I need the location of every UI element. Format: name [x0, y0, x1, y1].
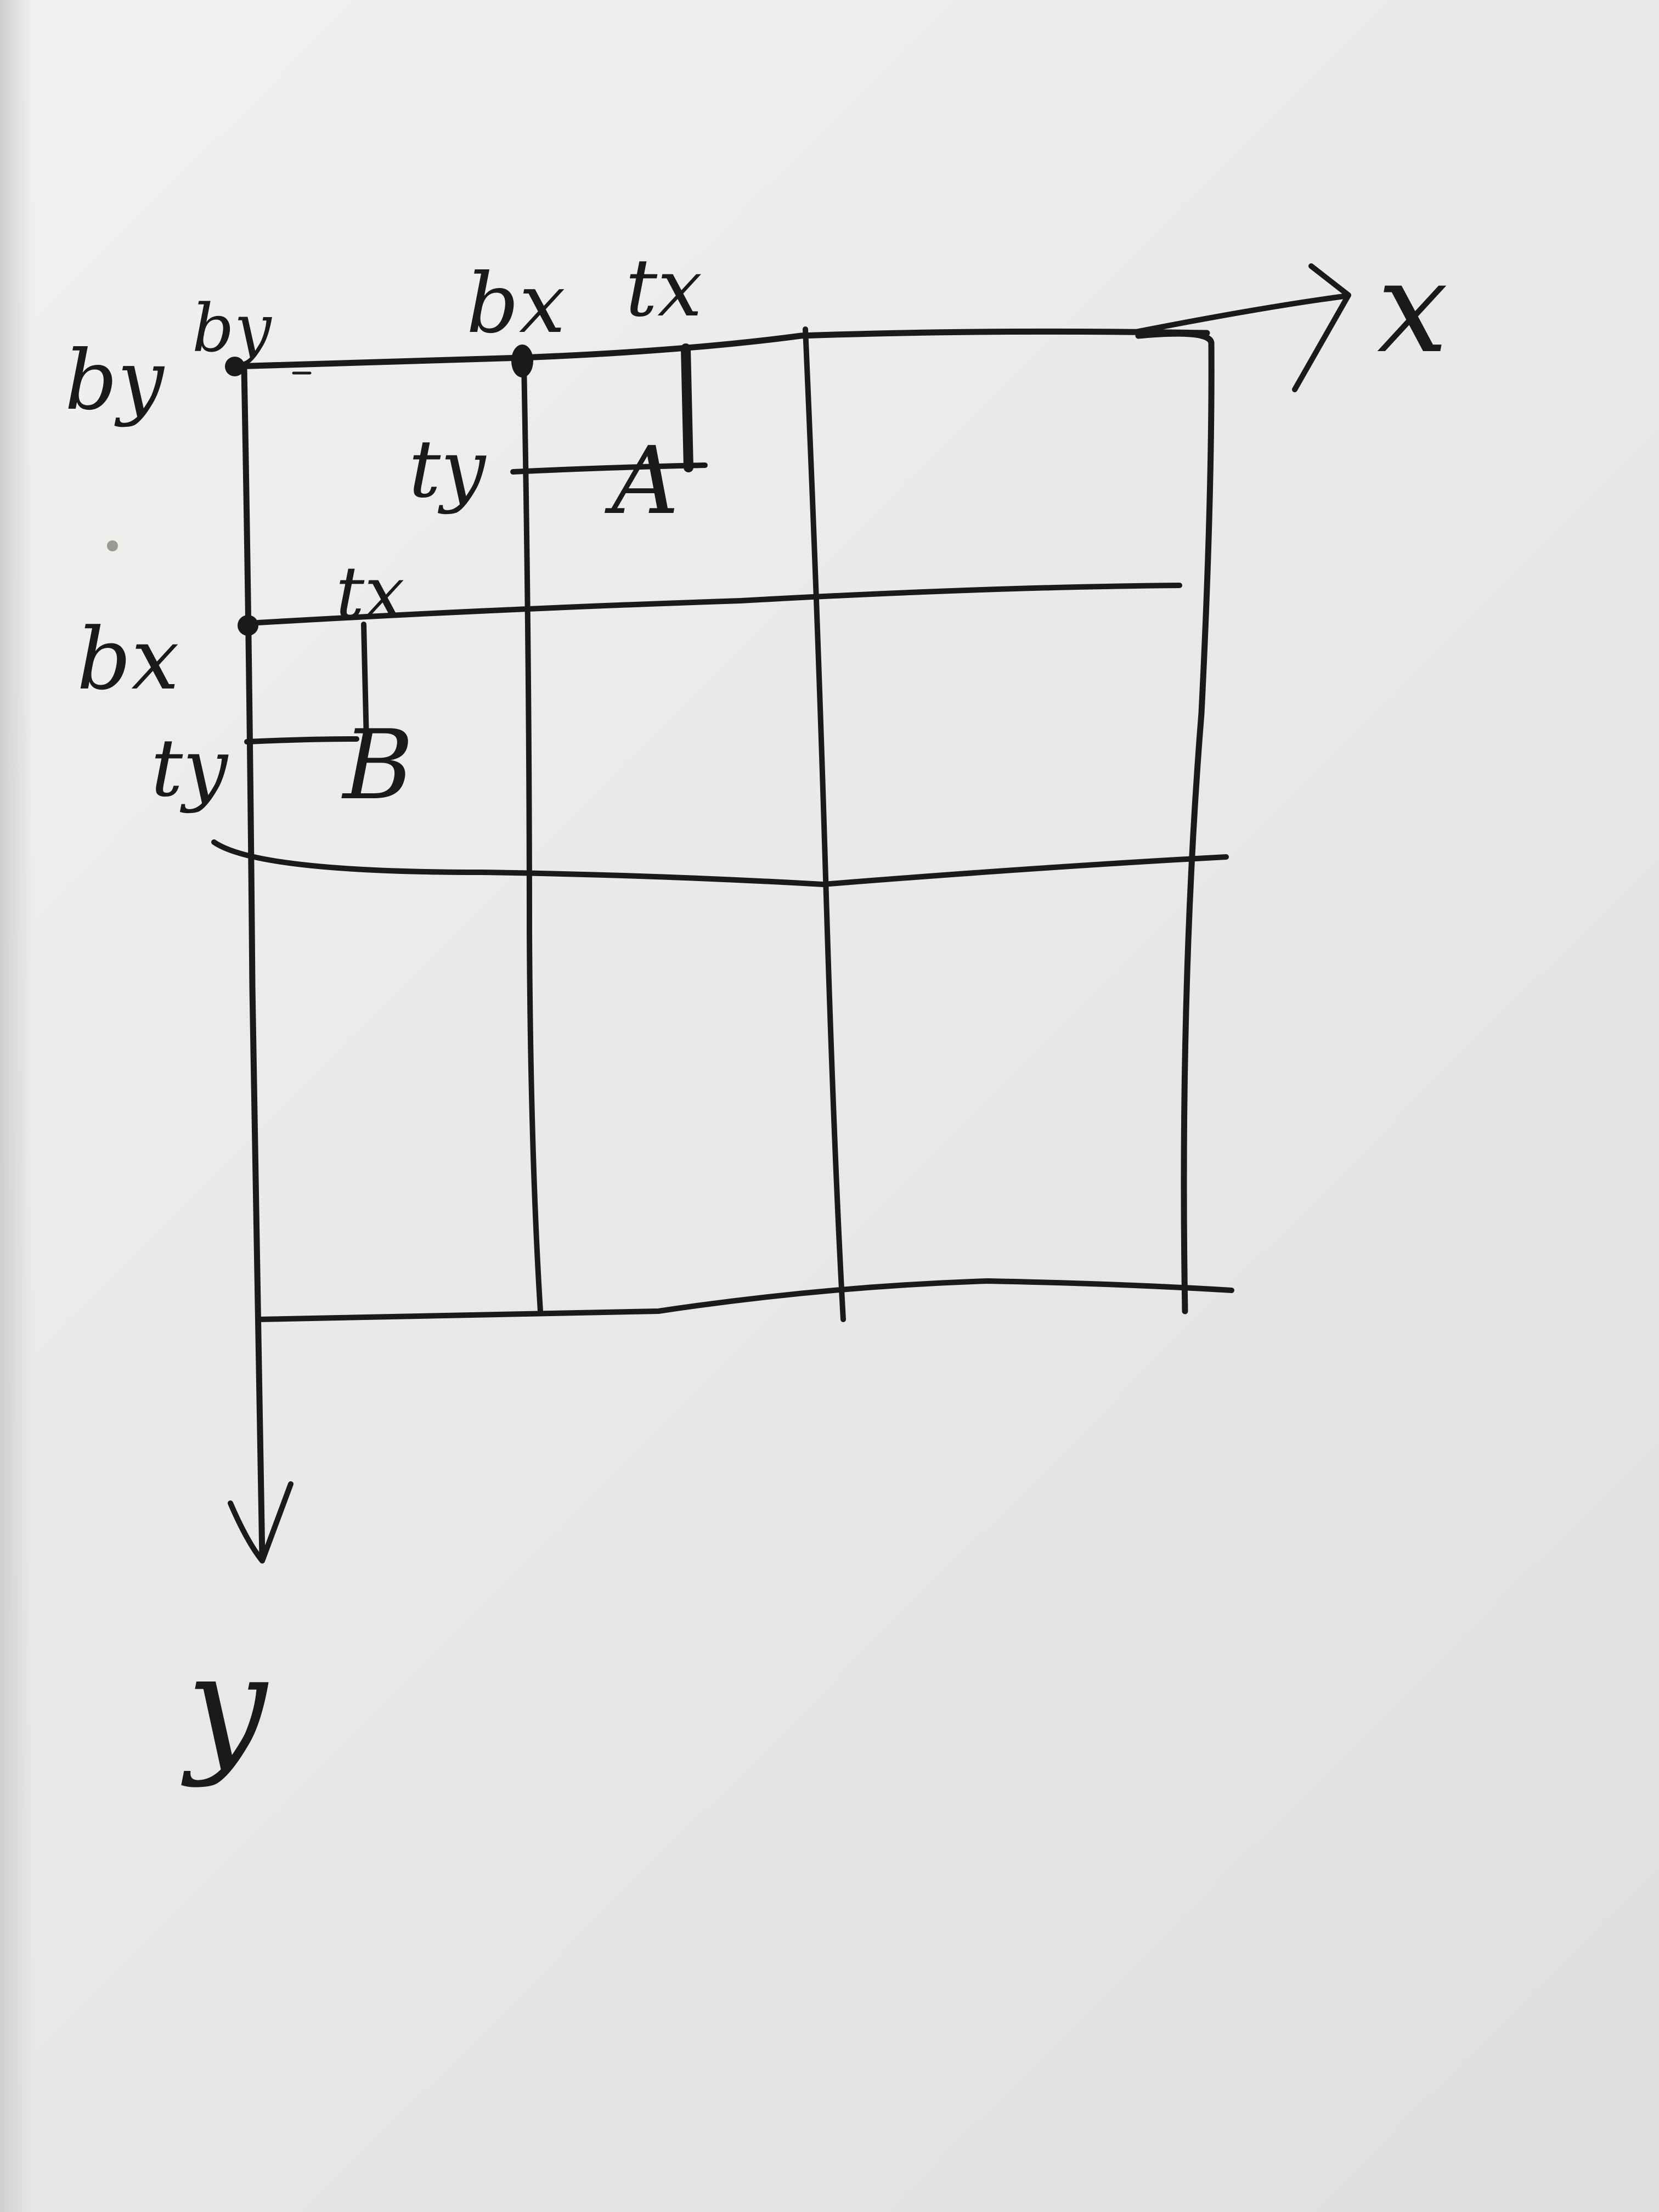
x-axis-line [1133, 294, 1347, 335]
label-bx-top: bx [466, 256, 566, 352]
label-point-A: A [605, 427, 679, 535]
ty-B-line [244, 736, 359, 744]
label-point-B: B [341, 710, 414, 821]
labels: by by bx tx ty A bx tx ty B x y [65, 235, 1448, 1790]
label-by-outer: by [65, 333, 165, 428]
label-ty-B: ty [151, 722, 229, 815]
label-tx-B: tx [336, 551, 405, 634]
grid-right-line [1135, 330, 1215, 1314]
x-axis-arrowhead [1292, 263, 1351, 392]
tx-A-line [681, 343, 693, 472]
grid-h-line-1 [255, 583, 1182, 625]
grid-v-line-1 [521, 360, 543, 1314]
tx-B-line [361, 622, 369, 744]
grid-h-line-2 [211, 839, 1229, 887]
grid-top-line [230, 328, 1210, 370]
bx-left-dot [238, 615, 258, 636]
small-mark [107, 540, 118, 551]
y-axis-arrowhead [228, 1481, 294, 1564]
origin-dot [225, 357, 245, 376]
x-axis [1133, 263, 1351, 392]
paper-shadow [0, 0, 33, 2212]
label-by-origin: by [192, 291, 273, 367]
points [107, 345, 533, 636]
label-ty-A: ty [409, 423, 487, 516]
offset-lines [244, 343, 708, 744]
label-tx-top: tx [625, 242, 702, 335]
label-x-axis: x [1377, 235, 1448, 381]
y-axis-line [241, 365, 266, 1561]
y-axis [228, 365, 294, 1564]
grid [211, 326, 1234, 1322]
bx-top-dot [511, 345, 533, 377]
grid-v-line-2 [803, 326, 846, 1322]
label-bx-left: bx [77, 610, 179, 709]
ty-A-line [510, 462, 708, 475]
label-y-axis: y [180, 1624, 269, 1790]
grid-h-line-3 [255, 1278, 1234, 1322]
